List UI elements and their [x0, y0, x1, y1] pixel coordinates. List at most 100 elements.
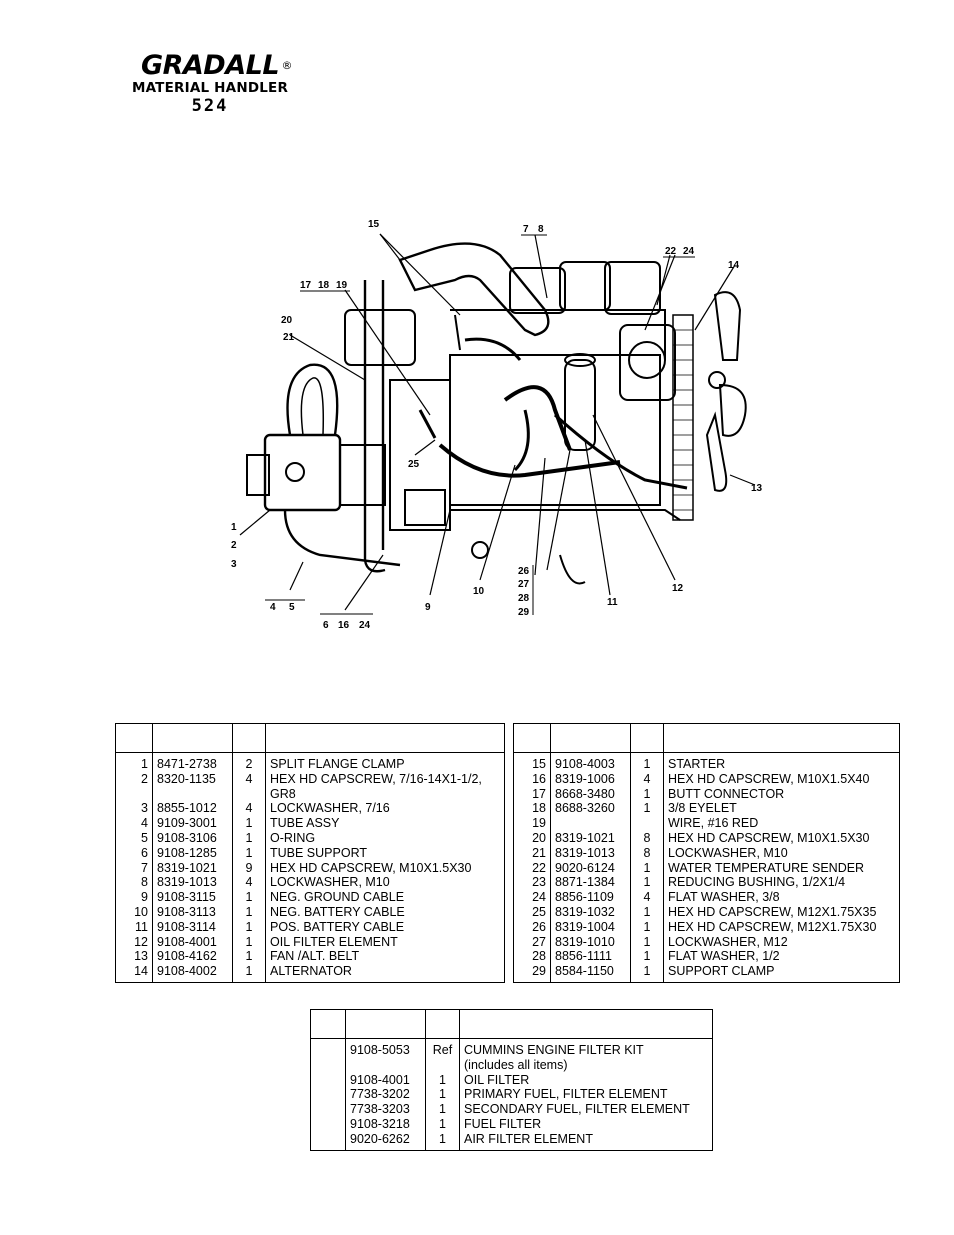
quantity-cell: 9 [232, 860, 266, 876]
callout-label: 4 [270, 602, 276, 613]
ref-number-cell: 15 [513, 752, 551, 772]
ref-number-cell: 26 [513, 919, 551, 935]
brand-block: GRADALL® MATERIAL HANDLER 524 [110, 52, 310, 117]
quantity-cell: 1 [425, 1087, 460, 1103]
quantity-cell: 1 [630, 752, 664, 772]
table-row: (includes all items) [310, 1057, 713, 1073]
table-header-row [310, 1009, 713, 1039]
ref-number-cell: 11 [115, 919, 153, 935]
part-number-cell: 8319-1010 [550, 934, 631, 950]
quantity-cell: 4 [232, 771, 266, 787]
part-number-cell: 9108-3114 [152, 919, 233, 935]
description-cell: FUEL FILTER [459, 1116, 713, 1132]
quantity-cell: 1 [630, 904, 664, 920]
ref-number-cell: 5 [115, 830, 153, 846]
quantity-cell: 2 [232, 752, 266, 772]
callout-label: 9 [425, 602, 431, 613]
callout-label: 1 [231, 522, 237, 533]
part-number-cell: 9108-4001 [345, 1072, 426, 1088]
ref-number-cell: 22 [513, 860, 551, 876]
part-number-cell: 8856-1109 [550, 890, 631, 905]
part-number-cell: 8319-1004 [550, 919, 631, 935]
description-cell: NEG. BATTERY CABLE [265, 904, 505, 920]
engine-block [449, 354, 661, 506]
part-number-cell: 9108-4003 [550, 752, 631, 772]
callout-label: 11 [607, 597, 618, 608]
callout-label: 25 [408, 459, 420, 470]
quantity-cell: 1 [425, 1116, 460, 1132]
quantity-cell: 1 [232, 934, 266, 950]
header-cell [310, 1009, 346, 1039]
description-cell: LOCKWASHER, M10 [663, 845, 900, 861]
part-number-cell [152, 786, 233, 802]
table-header-row [513, 723, 900, 753]
ref-number-cell: 9 [115, 890, 153, 905]
callout-label: 6 [323, 620, 329, 631]
quantity-cell: 1 [630, 934, 664, 950]
callout-label: 12 [672, 583, 684, 594]
part-number-cell: 9108-4162 [152, 949, 233, 965]
quantity-cell: 1 [630, 949, 664, 965]
flywheel-housing [389, 379, 451, 531]
header-cell [152, 723, 233, 753]
callout-label: 7 [523, 224, 529, 235]
callout-label: 16 [338, 620, 350, 631]
callout-label: 18 [318, 280, 330, 291]
part-number-cell: 8856-1111 [550, 949, 631, 965]
leader-lines [239, 233, 756, 611]
header-cell [459, 1009, 713, 1039]
callout-label: 26 [518, 566, 530, 577]
ref-number-cell: 21 [513, 845, 551, 861]
header-cell [265, 723, 505, 753]
ref-number-cell: 12 [115, 934, 153, 950]
oil-filter-drawing [564, 359, 596, 451]
ref-number-cell: 14 [115, 964, 153, 983]
description-cell: CUMMINS ENGINE FILTER KIT [459, 1038, 713, 1058]
header-cell [513, 723, 551, 753]
quantity-cell [425, 1057, 460, 1073]
description-cell: FLAT WASHER, 3/8 [663, 890, 900, 905]
callout-label: 24 [359, 620, 371, 631]
part-number-cell: 8319-1032 [550, 904, 631, 920]
engine-parts-diagram: 15 7 8 22 24 14 17 18 19 20 21 25 13 1 2… [231, 219, 763, 631]
description-cell: AIR FILTER ELEMENT [459, 1131, 713, 1151]
ref-number-cell: 16 [513, 771, 551, 787]
ref-number-cell: 27 [513, 934, 551, 950]
ref-number-cell: 10 [115, 904, 153, 920]
part-number-cell: 8319-1021 [152, 860, 233, 876]
quantity-cell: 1 [232, 949, 266, 965]
part-number-cell: 9108-4001 [152, 934, 233, 950]
callout-underlines [265, 234, 695, 615]
description-cell: 3/8 EYELET [663, 801, 900, 817]
quantity-cell [232, 786, 266, 802]
quantity-cell: 4 [630, 771, 664, 787]
part-number-cell: 9108-5053 [345, 1038, 426, 1058]
ref-number-cell: 24 [513, 890, 551, 905]
quantity-cell: 1 [232, 816, 266, 831]
ref-number-cell: 6 [115, 845, 153, 861]
description-cell: HEX HD CAPSCREW, M10X1.5X30 [265, 860, 505, 876]
quantity-cell: 1 [630, 919, 664, 935]
description-cell: GR8 [265, 786, 505, 802]
callout-label: 27 [518, 579, 530, 590]
part-number-cell: 8319-1013 [152, 875, 233, 891]
header-cell [630, 723, 664, 753]
part-number-cell: 9108-3218 [345, 1116, 426, 1132]
quantity-cell: 1 [425, 1131, 460, 1151]
quantity-cell: 1 [232, 845, 266, 861]
ref-number-cell: 19 [513, 816, 551, 831]
description-cell: BUTT CONNECTOR [663, 786, 900, 802]
